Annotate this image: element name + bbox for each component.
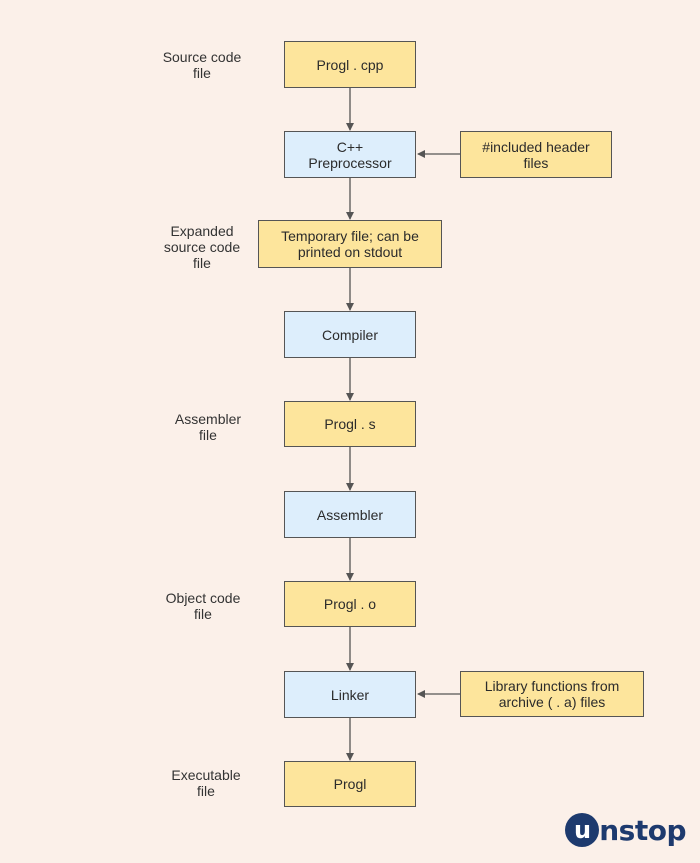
node-assembler: Assembler — [284, 491, 416, 538]
node-linker: Linker — [284, 671, 416, 718]
logo-text: nstop — [599, 813, 686, 847]
label-source-code-file: Source code file — [162, 49, 242, 81]
logo-u-circle: u — [565, 813, 600, 847]
node-included-headers: #included header files — [460, 131, 612, 178]
node-prog-executable: Progl — [284, 761, 416, 807]
label-expanded-source-code-file: Expanded source code file — [163, 223, 241, 271]
node-prog-o: Progl . o — [284, 581, 416, 627]
node-prog-s: Progl . s — [284, 401, 416, 447]
node-library-functions: Library functions from archive ( . a) fi… — [460, 671, 644, 717]
node-temporary-file: Temporary file; can be printed on stdout — [258, 220, 442, 268]
node-compiler: Compiler — [284, 311, 416, 358]
label-object-code-file: Object code file — [165, 590, 241, 622]
label-executable-file: Executable file — [171, 767, 241, 799]
node-prog-cpp: Progl . cpp — [284, 41, 416, 88]
label-assembler-file: Assembler file — [174, 411, 242, 443]
node-preprocessor: C++ Preprocessor — [284, 131, 416, 178]
